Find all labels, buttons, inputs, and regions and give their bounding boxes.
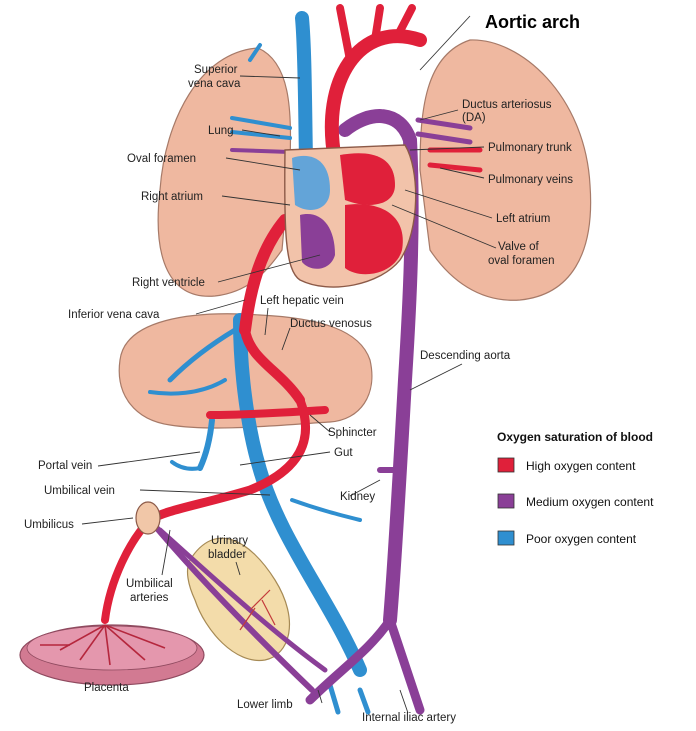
label-superior-vena-cava-2: vena cava	[188, 78, 241, 90]
label-gut: Gut	[334, 447, 353, 459]
label-left-atrium: Left atrium	[496, 213, 550, 225]
label-ductus-arteriosus-2: (DA)	[462, 112, 486, 124]
legend-label-medium: Medium oxygen content	[526, 495, 654, 509]
label-umbilical-arteries-2: arteries	[130, 592, 169, 604]
label-urinary-bladder-1: Urinary	[211, 535, 248, 547]
label-superior-vena-cava-1: Superior	[194, 64, 238, 76]
label-inferior-vena-cava: Inferior vena cava	[68, 309, 160, 321]
label-urinary-bladder-2: bladder	[208, 549, 247, 561]
label-lower-limb: Lower limb	[237, 699, 293, 711]
label-lung: Lung	[208, 125, 234, 137]
label-ductus-venosus: Ductus venosus	[290, 318, 372, 330]
label-placenta: Placenta	[84, 682, 129, 694]
label-right-atrium: Right atrium	[141, 191, 203, 203]
label-pulmonary-trunk: Pulmonary trunk	[488, 142, 572, 154]
label-sphincter: Sphincter	[328, 427, 377, 439]
label-kidney: Kidney	[340, 491, 375, 503]
label-pulmonary-veins: Pulmonary veins	[488, 174, 573, 186]
label-umbilicus: Umbilicus	[24, 519, 74, 531]
legend-swatch-medium	[498, 494, 514, 508]
legend: Oxygen saturation of blood High oxygen c…	[497, 430, 654, 546]
label-valve-oval-foramen-2: oval foramen	[488, 255, 554, 267]
label-umbilical-arteries-1: Umbilical	[126, 578, 173, 590]
placenta-top	[27, 626, 197, 670]
label-valve-oval-foramen-1: Valve of	[498, 241, 540, 253]
label-umbilical-vein: Umbilical vein	[44, 485, 115, 497]
label-left-hepatic-vein: Left hepatic vein	[260, 295, 344, 307]
label-descending-aorta: Descending aorta	[420, 350, 511, 362]
label-right-ventricle: Right ventricle	[132, 277, 205, 289]
legend-swatch-poor	[498, 531, 514, 545]
label-oval-foramen: Oval foramen	[127, 153, 196, 165]
legend-swatch-high	[498, 458, 514, 472]
legend-label-poor: Poor oxygen content	[526, 532, 637, 546]
title-aortic-arch: Aortic arch	[485, 12, 580, 32]
umbilicus-ring	[136, 502, 160, 534]
legend-title: Oxygen saturation of blood	[497, 430, 653, 444]
label-internal-iliac-artery: Internal iliac artery	[362, 712, 456, 724]
label-portal-vein: Portal vein	[38, 460, 92, 472]
label-ductus-arteriosus-1: Ductus arteriosus	[462, 99, 552, 111]
legend-label-high: High oxygen content	[526, 459, 636, 473]
